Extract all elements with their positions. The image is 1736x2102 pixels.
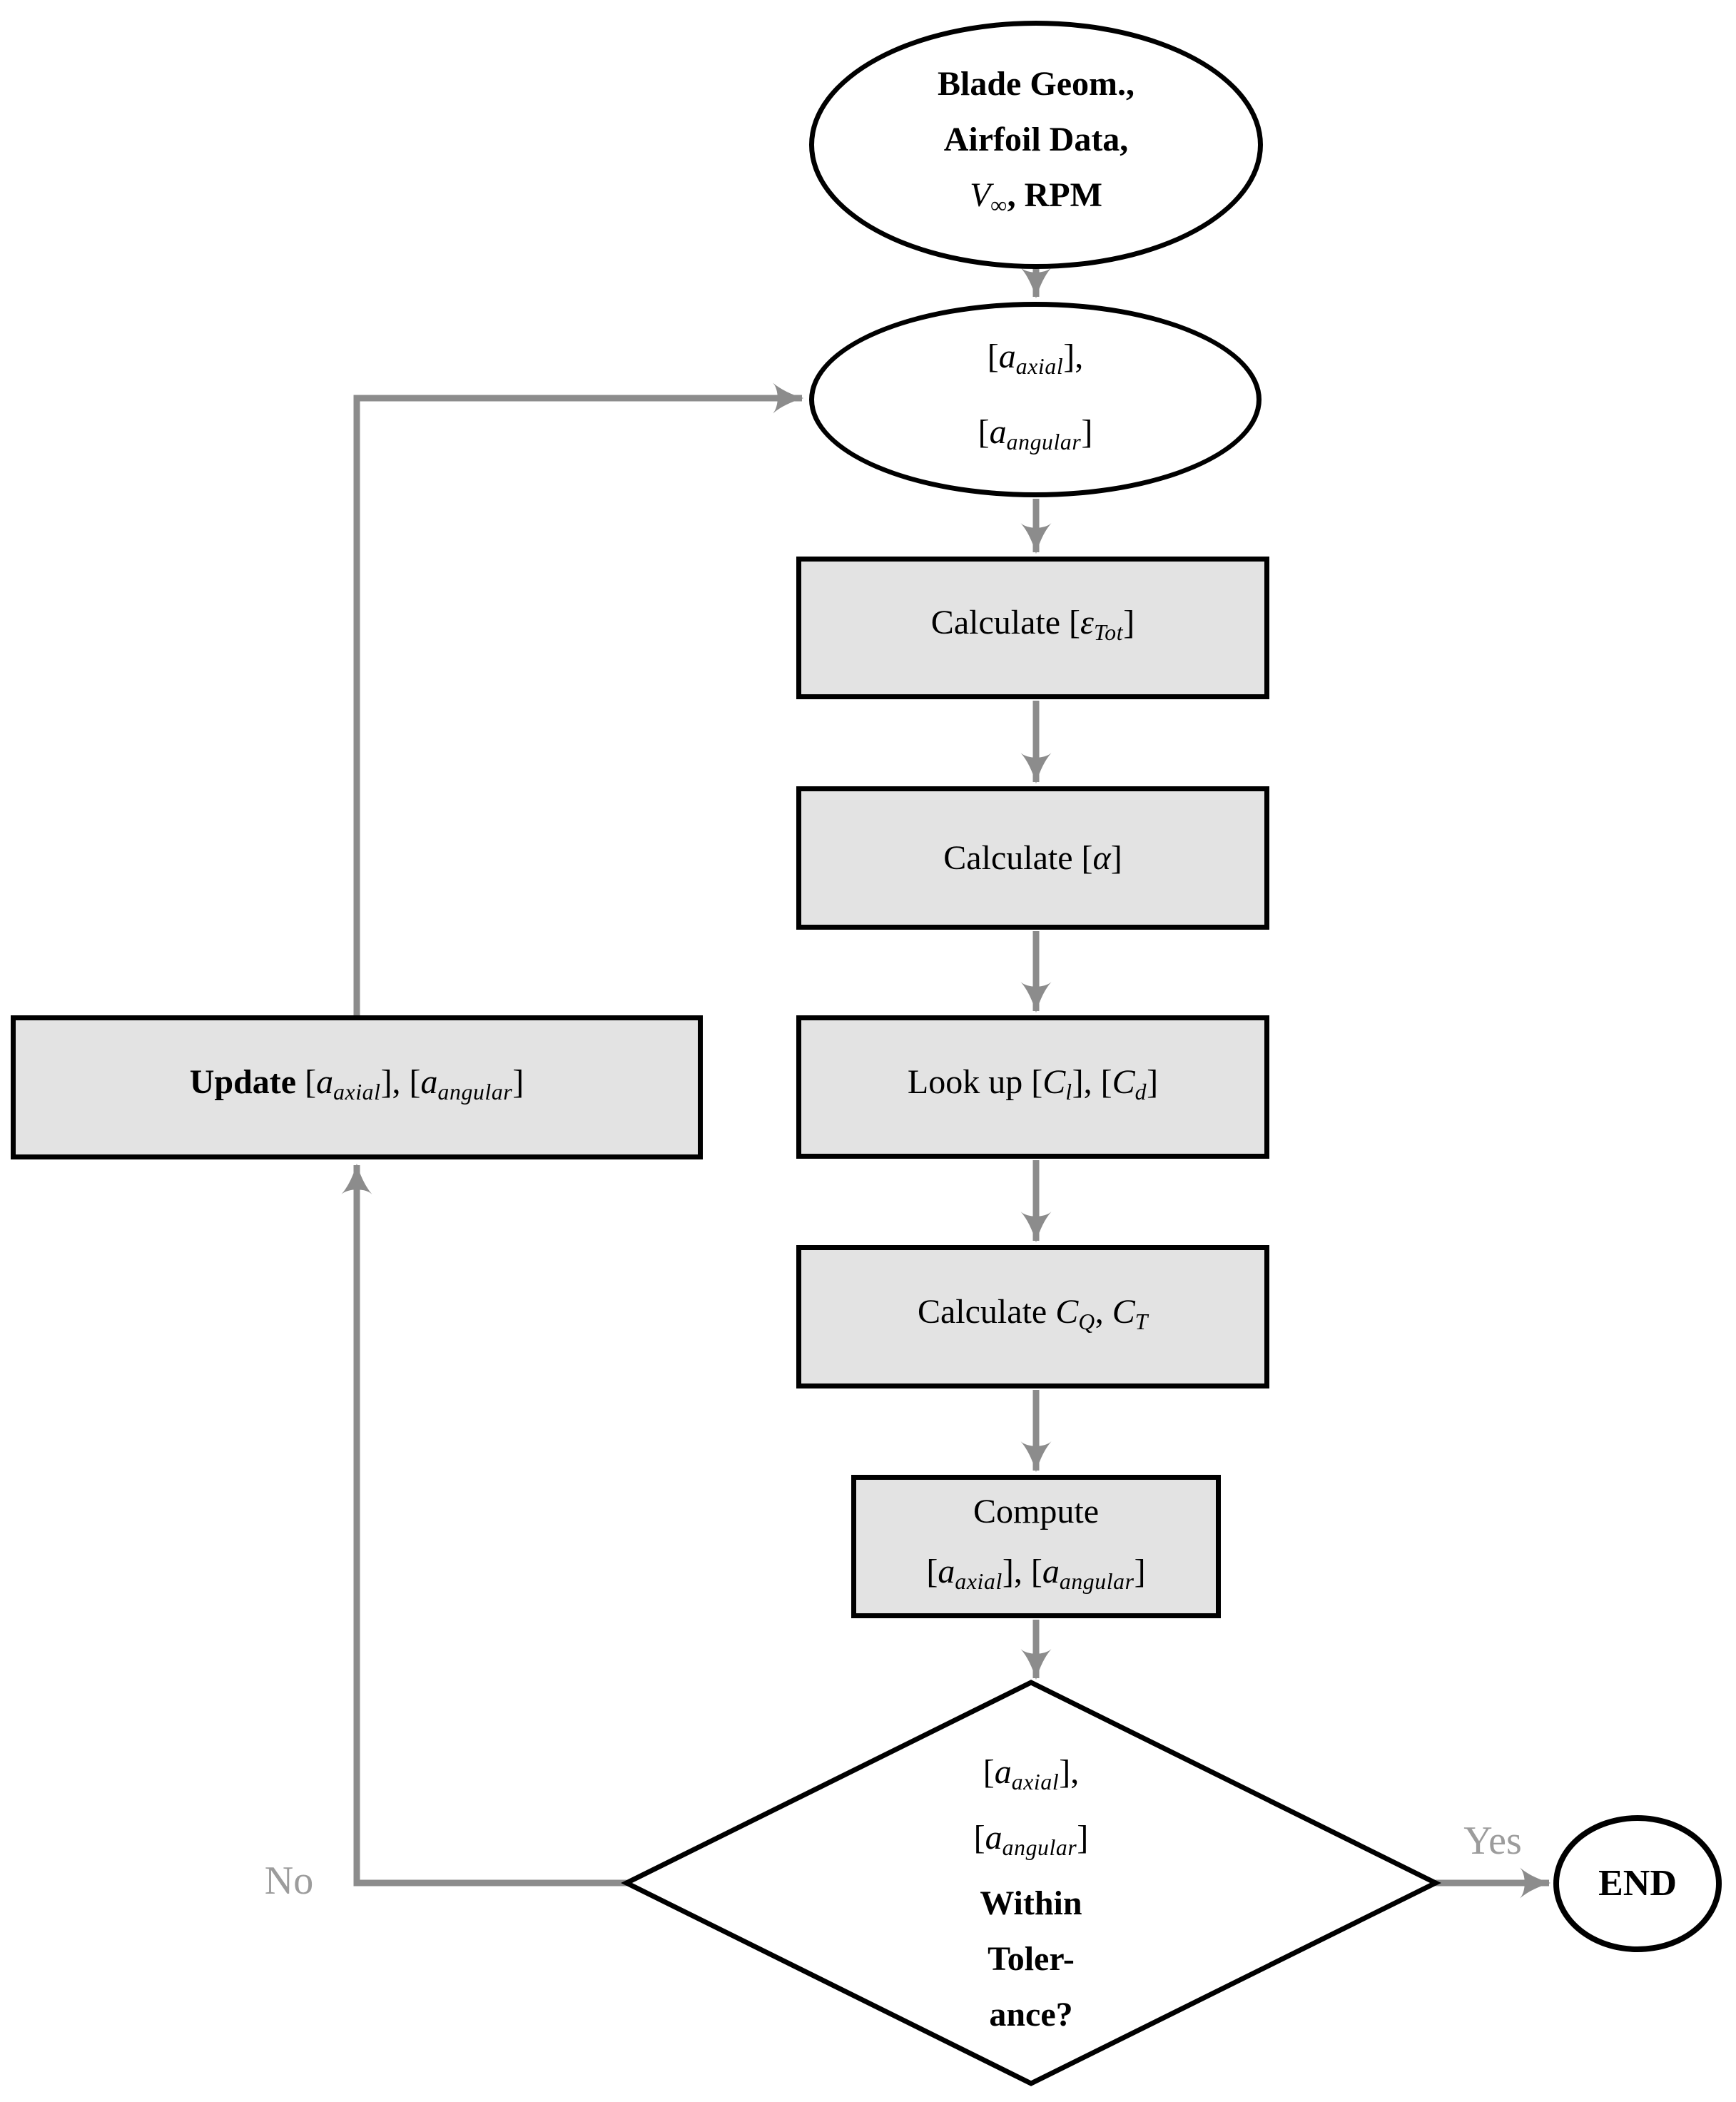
node-end-label: END bbox=[1598, 1863, 1677, 1904]
decision-diamond-shape bbox=[621, 1680, 1441, 2086]
node-calc-total-inflow-label: Calculate [εTot] bbox=[930, 604, 1135, 645]
node-start: Blade Geom., Airfoil Data, V∞, RPM bbox=[809, 21, 1263, 269]
decision-line-1: [aaxial], bbox=[983, 1753, 1080, 1794]
node-start-line-1: Blade Geom., bbox=[938, 65, 1135, 103]
node-update-factors-label: Update [aaxial], [aangular] bbox=[189, 1063, 524, 1105]
node-lookup-coefficients-label: Look up [Cl], [Cd] bbox=[907, 1062, 1159, 1105]
node-induction-line-1: [aaxial], bbox=[987, 337, 1084, 379]
decision-line-3: Within bbox=[980, 1884, 1082, 1922]
node-induction-factors: [aaxial], [aangular] bbox=[809, 302, 1262, 497]
node-compute-line-2: [aaxial], [aangular] bbox=[926, 1552, 1146, 1594]
decision-line-5: ance? bbox=[989, 1995, 1073, 2034]
node-compute-line-1: Compute bbox=[973, 1492, 1099, 1530]
node-calc-alpha: Calculate [α] bbox=[796, 786, 1269, 930]
node-end: END bbox=[1553, 1815, 1722, 1952]
node-update-factors: Update [aaxial], [aangular] bbox=[11, 1015, 703, 1159]
edge-update-to-induction bbox=[353, 382, 804, 1016]
node-calc-alpha-label: Calculate [α] bbox=[943, 838, 1122, 877]
node-lookup-coefficients: Look up [Cl], [Cd] bbox=[796, 1015, 1269, 1159]
node-calc-total-inflow: Calculate [εTot] bbox=[796, 557, 1269, 699]
edge-label-yes: Yes bbox=[1463, 1819, 1522, 1863]
node-calc-cq-ct-label: Calculate CQ, CT bbox=[917, 1292, 1149, 1334]
node-decision-text: [aaxial], [aangular] Within Toler- ance? bbox=[853, 1745, 1209, 2043]
decision-line-4: Toler- bbox=[988, 1939, 1075, 1978]
node-start-line-2: Airfoil Data, bbox=[943, 121, 1129, 159]
edge-decision-no-to-update bbox=[341, 1163, 626, 1887]
node-start-line-3: V∞, RPM bbox=[970, 176, 1102, 218]
decision-line-2: [aangular] bbox=[973, 1818, 1089, 1860]
node-compute-factors: Compute [aaxial], [aangular] bbox=[851, 1475, 1221, 1618]
node-calc-cq-ct: Calculate CQ, CT bbox=[796, 1245, 1269, 1388]
edge-label-no: No bbox=[264, 1859, 314, 1903]
node-induction-line-2: [aangular] bbox=[978, 413, 1093, 455]
